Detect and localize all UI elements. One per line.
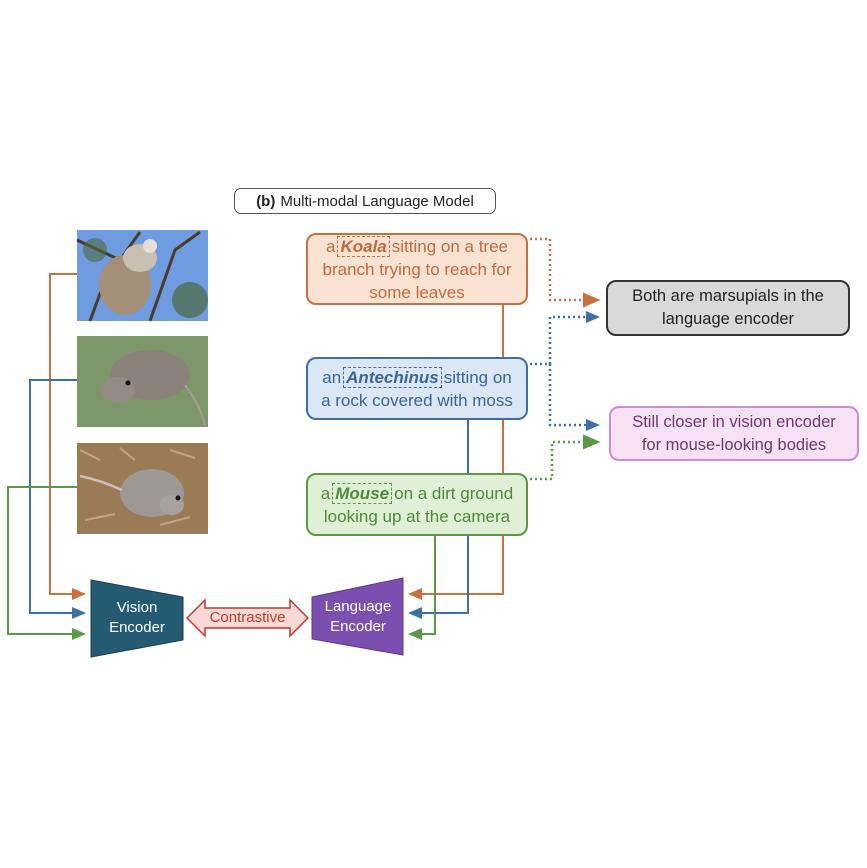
mouse-keyword: Mouse xyxy=(332,482,393,504)
contrastive-arrow xyxy=(185,598,310,638)
vision-encoder-note: Still closer in vision encoder for mouse… xyxy=(609,406,859,461)
antechinus-keyword: Antechinus xyxy=(343,366,442,388)
mouse-to-note-dotted xyxy=(385,434,601,481)
language-encoder-label: Language Encoder xyxy=(324,598,392,635)
koala-to-note-dotted xyxy=(385,237,601,308)
koala-keyword: Koala xyxy=(337,235,390,257)
koala-photo xyxy=(76,230,208,322)
figure-title-text: Multi-modal Language Model xyxy=(280,192,474,210)
vision-encoder-label: Vision Encoder xyxy=(109,599,165,636)
mouse-to-vision-line xyxy=(7,486,86,640)
language-encoder-shape xyxy=(311,577,404,656)
contrastive-label: Contrastive xyxy=(209,609,286,626)
figure-label: (b) xyxy=(256,192,276,210)
figure-title: (b) Multi-modal Language Model xyxy=(234,188,496,214)
antechinus-to-vision-line xyxy=(29,379,86,619)
mouse-to-language-line xyxy=(408,536,436,640)
language-encoder-note: Both are marsupials in the language enco… xyxy=(606,280,850,336)
koala-to-vision-line xyxy=(49,273,86,600)
mouse-photo xyxy=(77,443,208,534)
antechinus-photo xyxy=(77,336,208,427)
vision-encoder-shape xyxy=(90,579,184,658)
koala-to-language-line xyxy=(408,305,504,600)
